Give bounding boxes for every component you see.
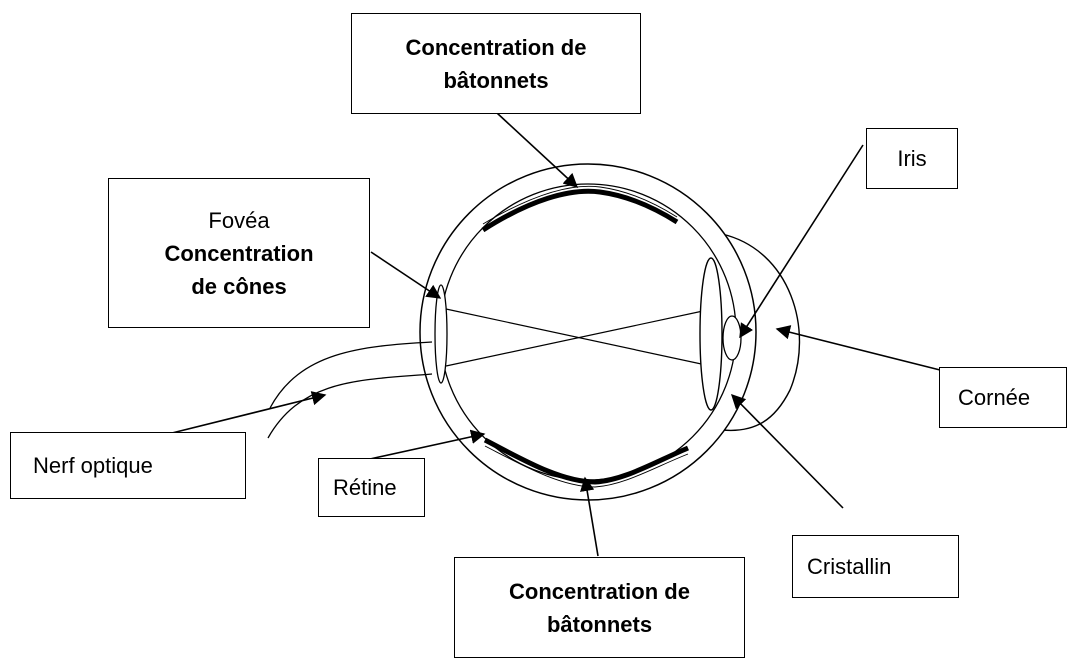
arrow-bottom-rods <box>580 476 599 557</box>
arrow-cornee <box>775 325 941 371</box>
label-box-nerf-optique: Nerf optique <box>10 432 246 499</box>
light-ray-2 <box>445 310 704 367</box>
arrow-cristallin <box>730 393 844 509</box>
bottom-rods-line-1: Concentration de <box>509 578 690 604</box>
label-box-cornee: Cornée <box>939 367 1067 428</box>
optic-nerve-upper <box>269 341 433 409</box>
label-box-retine: Rétine <box>318 458 425 517</box>
arrow-nerf <box>171 391 327 434</box>
cristallin-label: Cristallin <box>807 554 892 579</box>
retina-bottom-arc <box>483 437 689 485</box>
iris-shape <box>722 315 742 361</box>
arrow-iris <box>739 144 864 339</box>
retina-top-arc-thin <box>482 185 678 225</box>
lens-shape <box>699 257 723 411</box>
label-box-iris: Iris <box>866 128 958 189</box>
nerf-optique-label: Nerf optique <box>33 453 153 478</box>
cornea-shape <box>721 233 801 432</box>
light-ray-1 <box>445 308 707 366</box>
iris-label: Iris <box>897 146 927 171</box>
top-rods-line-2: bâtonnets <box>443 67 549 93</box>
top-rods-line-1: Concentration de <box>405 34 587 60</box>
cornee-label: Cornée <box>958 385 1031 410</box>
label-box-top-rods: Concentration de bâtonnets <box>351 13 641 114</box>
fovea-shape <box>434 284 448 384</box>
arrow-retine <box>369 429 486 460</box>
arrow-top-rods <box>496 112 579 188</box>
optic-nerve-lower <box>267 373 433 439</box>
label-box-cristallin: Cristallin <box>792 535 959 598</box>
retine-label: Rétine <box>333 475 397 500</box>
label-box-fovea: Fovéa Concentration de cônes <box>108 178 370 328</box>
retina-top-arc <box>481 188 679 233</box>
fovea-title: Fovéa <box>208 207 270 233</box>
arrow-fovea <box>370 251 442 299</box>
retina-bottom-arc-thin <box>484 445 689 488</box>
bottom-rods-line-2: bâtonnets <box>546 611 653 637</box>
fovea-desc-line-1: Concentration <box>164 240 314 266</box>
label-box-bottom-rods: Concentration de bâtonnets <box>454 557 745 658</box>
fovea-desc-line-2: de cônes <box>191 273 287 299</box>
